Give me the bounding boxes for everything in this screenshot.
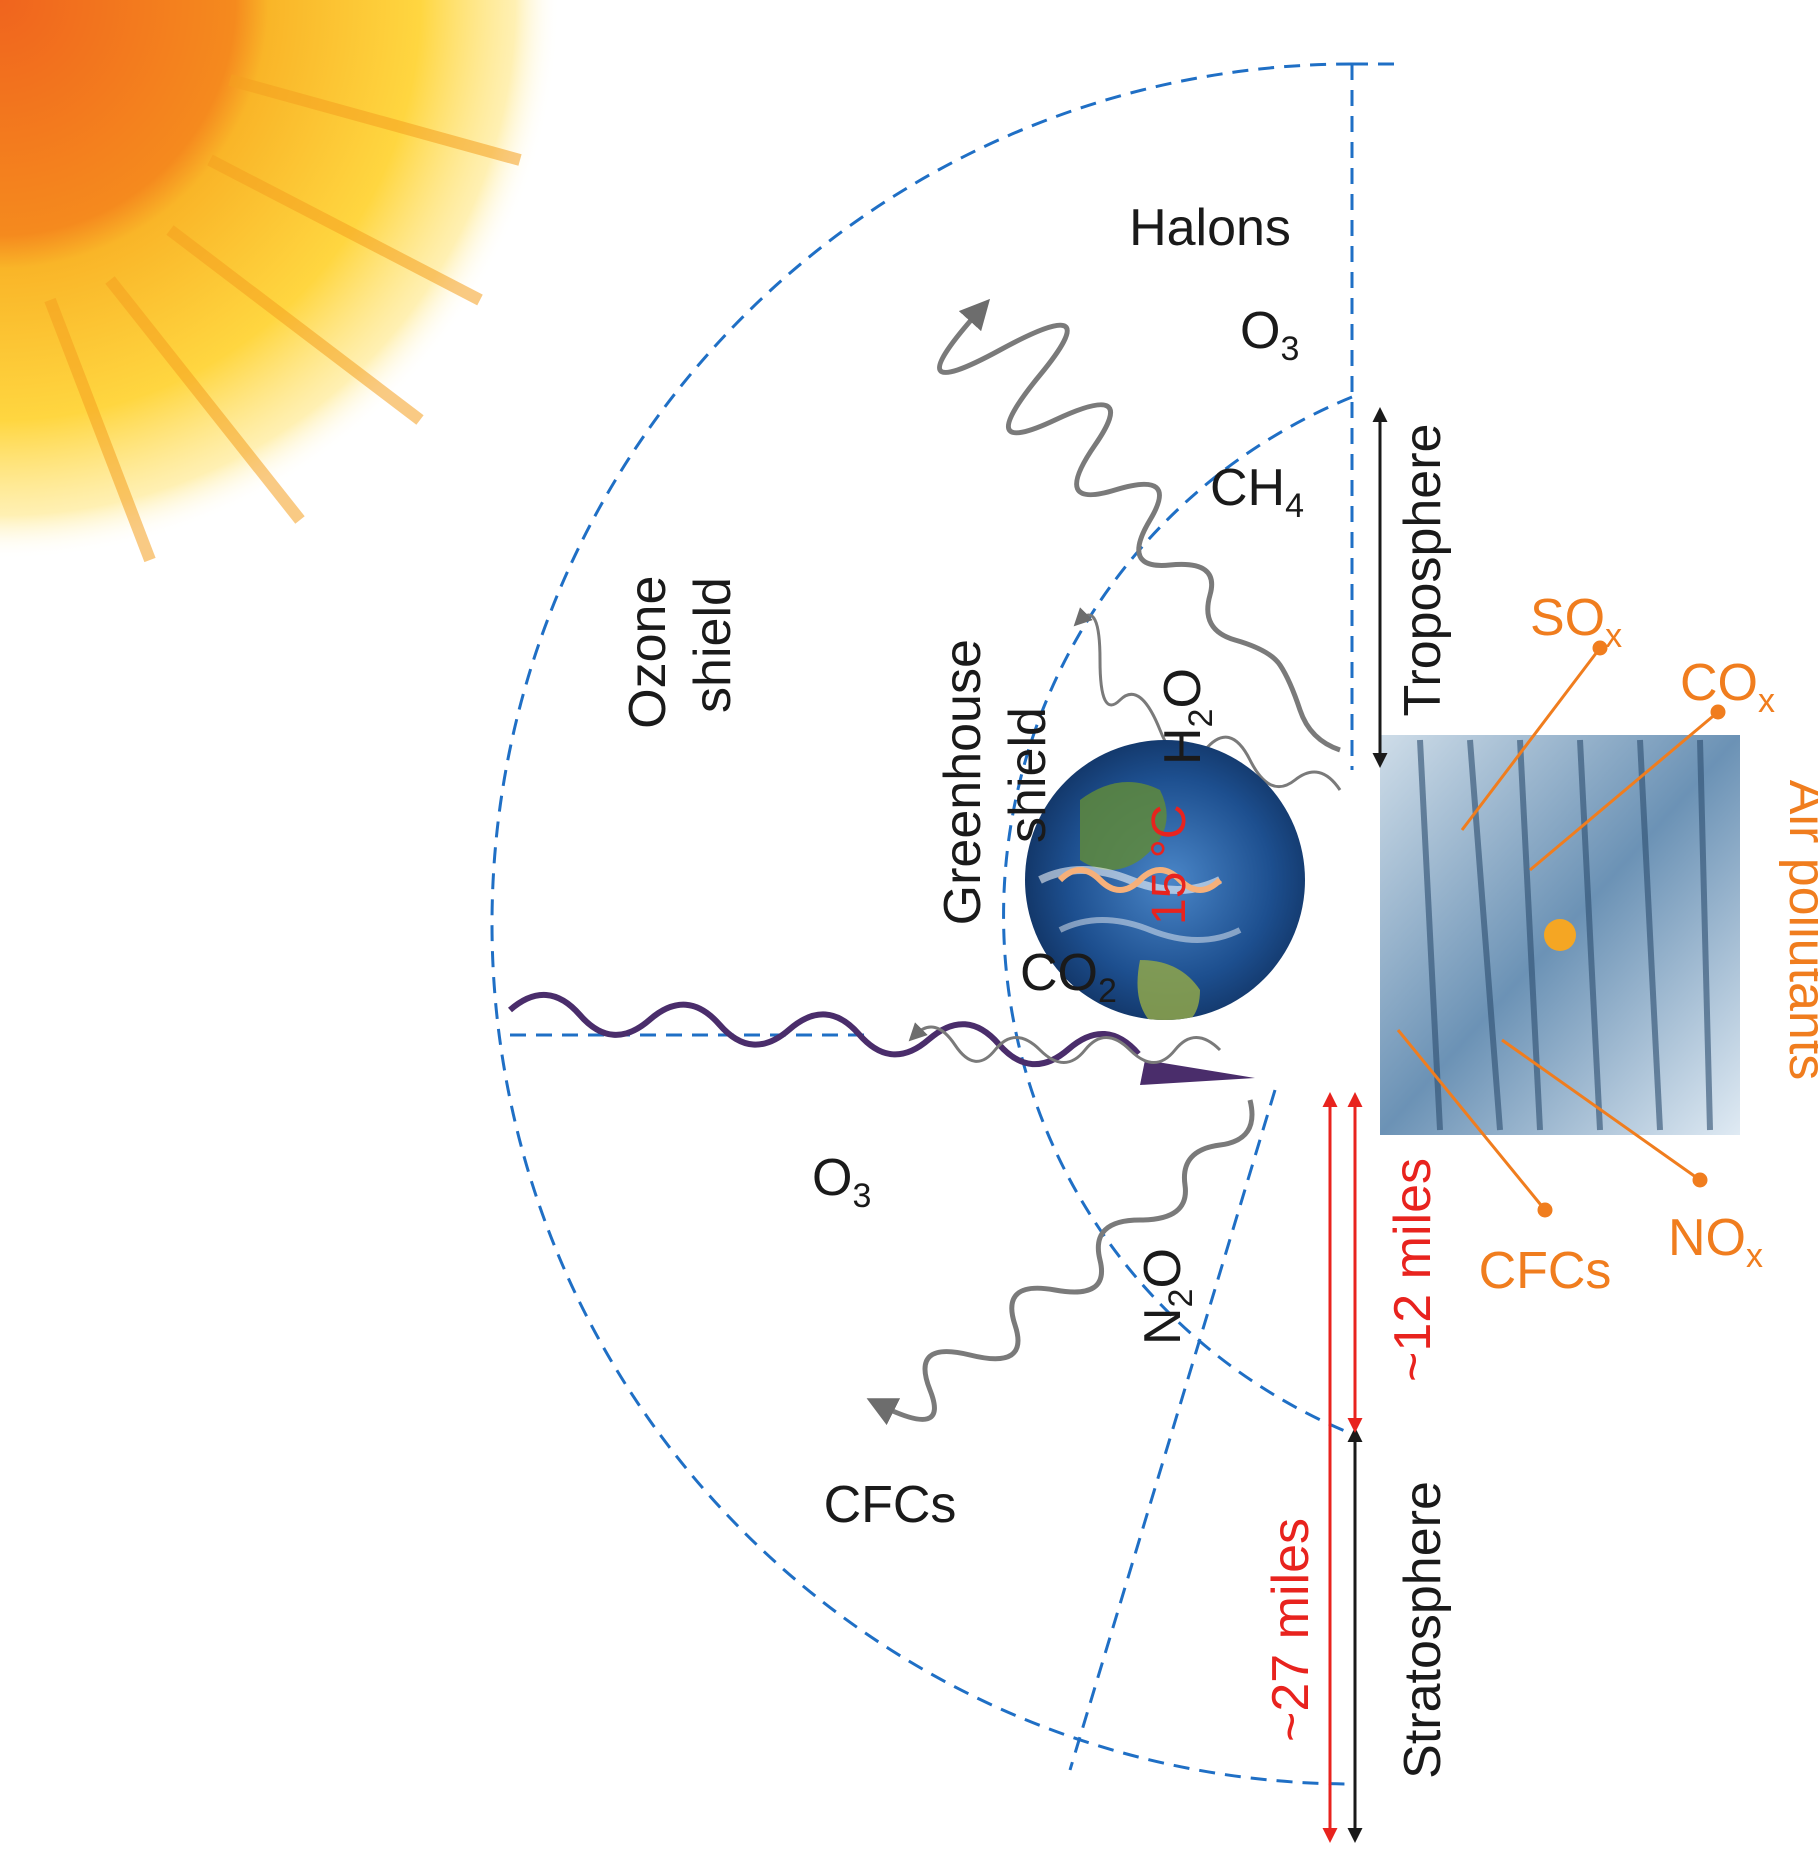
surface-temperature-label: 15 °C xyxy=(1143,804,1196,925)
lower-radial-divider xyxy=(1068,1089,1277,1771)
o3-upper-label: O3 xyxy=(1240,302,1299,368)
ir-wave-co2 xyxy=(908,1022,1222,1064)
gas-labels: Halons O3 CH4 H2O CO2 O3 N2O CFCs xyxy=(812,199,1304,1534)
nox-leader xyxy=(1501,1038,1701,1182)
sox-leader xyxy=(1460,647,1602,831)
distance-27-miles-label: ~27 miles xyxy=(1262,1518,1320,1742)
co2-label: CO2 xyxy=(1020,944,1117,1010)
halons-label: Halons xyxy=(1129,199,1291,257)
n2o-label: N2O xyxy=(1134,1248,1200,1345)
dashed-boundaries xyxy=(490,62,1400,1786)
greenhouse-label-line1: Greenhouse xyxy=(934,639,992,925)
greenhouse-label-line2: shield xyxy=(999,707,1057,843)
cox-label: COx xyxy=(1680,654,1775,720)
ozone-label-line1: Ozone xyxy=(619,576,677,729)
region-labels: Ozone shield Greenhouse shield xyxy=(619,561,1057,926)
uv-arrow-head xyxy=(1140,1060,1255,1085)
inner-shell-arc xyxy=(1002,395,1353,1436)
sox-label: SOx xyxy=(1530,589,1622,655)
pollutant-labels: SOx COx CFCs NOx Air pollutants xyxy=(1479,589,1818,1300)
earth-globe xyxy=(1025,740,1305,1020)
air-pollutants-label: Air pollutants xyxy=(1778,780,1818,1081)
outer-shell-arc xyxy=(490,62,1353,1786)
distance-12-miles-label: ~12 miles xyxy=(1384,1158,1442,1382)
stratosphere-label: Stratosphere xyxy=(1394,1481,1452,1779)
cfcs-leader xyxy=(1396,1029,1547,1211)
ir-wave-upper xyxy=(937,298,1341,753)
layer-labels: Troposphere Stratosphere ~12 miles ~27 m… xyxy=(1262,424,1452,1779)
city-graphic xyxy=(1380,735,1740,1135)
nox-label: NOx xyxy=(1668,1209,1763,1275)
svg-text:Ozone shield: Ozone shield xyxy=(619,561,742,729)
cfcs-pollutant-label: CFCs xyxy=(1479,1242,1612,1300)
ozone-label-line2: shield xyxy=(684,577,742,713)
ir-wave-lower xyxy=(866,1099,1255,1426)
sun-graphic xyxy=(0,0,560,563)
o3-lower-label: O3 xyxy=(812,1149,871,1215)
cfcs-outer-label: CFCs xyxy=(824,1476,957,1534)
troposphere-label: Troposphere xyxy=(1394,424,1452,717)
uv-radiation-wave xyxy=(508,991,1255,1085)
ch4-label: CH4 xyxy=(1210,459,1304,525)
distance-arrows xyxy=(1322,407,1388,1843)
pollutant-leaders xyxy=(1396,640,1726,1218)
svg-text:Greenhouse shield: Greenhouse shield xyxy=(934,625,1057,926)
cox-leader xyxy=(1529,710,1719,872)
h2o-label: H2O xyxy=(1154,668,1220,765)
